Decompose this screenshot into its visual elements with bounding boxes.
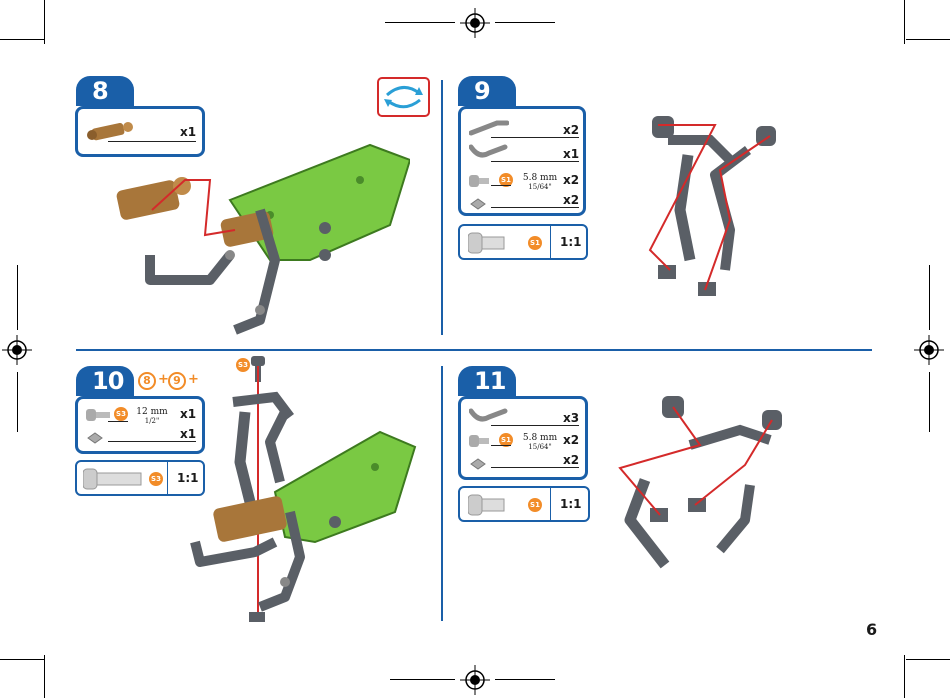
divider-vertical-bottom <box>441 366 443 621</box>
part-qty: x2 <box>563 123 579 137</box>
registration-mark-bottom <box>460 665 490 695</box>
part-qty: x1 <box>180 125 196 139</box>
part-qty: x1 <box>563 147 579 161</box>
combine-step-b: 9 <box>168 372 186 390</box>
step-number-badge: 11 <box>458 366 516 396</box>
registration-mark-top <box>460 8 490 38</box>
scale-ratio: 1:1 <box>560 497 582 511</box>
part-code-badge: S1 <box>528 236 542 250</box>
bolt-scale-box: S1 1:1 <box>458 486 590 522</box>
step-number-badge: 9 <box>458 76 516 106</box>
registration-mark-right <box>914 335 944 365</box>
divider-horizontal <box>76 349 872 351</box>
scale-ratio: 1:1 <box>560 235 582 249</box>
step-11-illustration <box>610 390 800 575</box>
bolt-actual-size-icon <box>83 468 143 490</box>
step-8-illustration <box>110 140 410 340</box>
registration-mark-left <box>2 335 32 365</box>
bolt-actual-size-icon <box>468 232 508 254</box>
bolt-icon <box>469 173 491 189</box>
rotate-icon <box>377 77 430 117</box>
part-qty: x2 <box>563 453 579 467</box>
step-10-illustration <box>185 352 435 632</box>
part-qty: x2 <box>563 193 579 207</box>
step-9-illustration <box>630 110 790 310</box>
nut-icon <box>86 431 104 445</box>
bracket-short-icon <box>469 141 509 161</box>
bracket-short-icon <box>469 405 509 425</box>
divider-vertical-top <box>441 80 443 335</box>
combine-step-a: 8 <box>138 372 156 390</box>
nut-icon <box>469 457 487 471</box>
bolt-icon <box>469 433 491 449</box>
part-qty: x3 <box>563 411 579 425</box>
part-code-badge: S1 <box>528 498 542 512</box>
page-number: 6 <box>866 620 877 639</box>
bracket-long-icon <box>469 117 509 137</box>
step-number-badge: 10 <box>76 366 134 396</box>
part-code-badge: S3 <box>114 407 128 421</box>
part-code-badge: S3 <box>149 472 163 486</box>
bolt-scale-box: S1 1:1 <box>458 224 588 260</box>
nut-icon <box>469 197 487 211</box>
bolt-actual-size-icon <box>468 494 508 516</box>
step-number-badge: 8 <box>76 76 134 106</box>
part-qty: x2 <box>563 433 579 447</box>
part-qty: x2 <box>563 173 579 187</box>
